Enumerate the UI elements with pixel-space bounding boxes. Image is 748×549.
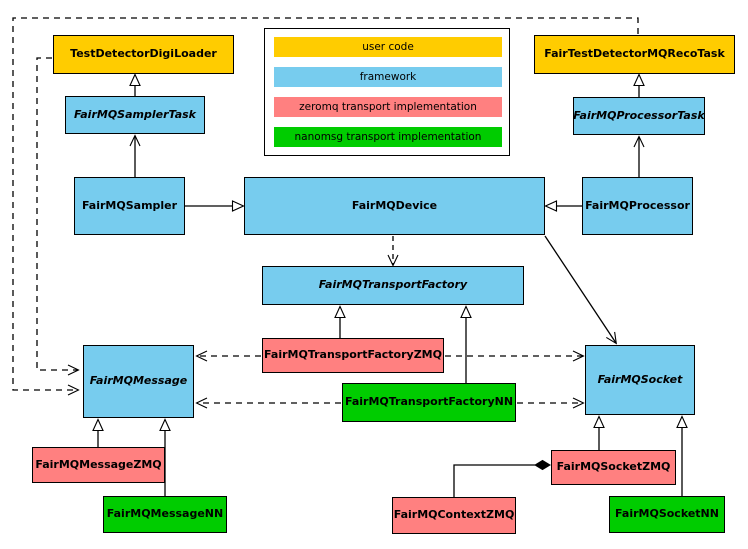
class-node-label: FairMQContextZMQ xyxy=(393,508,515,522)
legend-label: user code xyxy=(362,41,414,53)
edge-contextzmq-to-socketzmq xyxy=(453,459,551,497)
class-node-FairMQProcessorTask: FairMQProcessorTask xyxy=(573,97,705,135)
class-node-FairMQSocket: FairMQSocket xyxy=(585,345,695,415)
class-node-FairMQMessageZMQ: FairMQMessageZMQ xyxy=(32,447,165,483)
edge-device-to-socket xyxy=(544,235,616,343)
class-node-label: FairMQTransportFactoryNN xyxy=(344,395,514,409)
class-node-FairMQProcessor: FairMQProcessor xyxy=(582,177,693,235)
class-node-label: FairMQMessageNN xyxy=(106,507,224,521)
class-node-label: FairMQProcessorTask xyxy=(573,108,705,122)
class-node-label: TestDetectorDigiLoader xyxy=(70,47,217,61)
class-node-FairMQMessageNN: FairMQMessageNN xyxy=(103,496,227,533)
class-node-FairMQTransportFactoryNN: FairMQTransportFactoryNN xyxy=(342,383,516,422)
legend: user code framework zeromq transport imp… xyxy=(264,28,510,156)
legend-item-zeromq: zeromq transport implementation xyxy=(274,97,502,117)
legend-label: nanomsg transport implementation xyxy=(294,131,482,143)
class-node-label: FairMQSocketZMQ xyxy=(556,460,671,474)
class-node-label: FairMQSocket xyxy=(597,372,683,386)
class-node-FairTestDetectorMQRecoTask: FairTestDetectorMQRecoTask xyxy=(534,35,735,74)
legend-item-framework: framework xyxy=(274,67,502,87)
class-node-label: FairMQSampler xyxy=(81,198,178,212)
legend-label: zeromq transport implementation xyxy=(299,101,477,113)
class-node-label: FairMQSamplerTask xyxy=(74,107,196,121)
class-node-FairMQContextZMQ: FairMQContextZMQ xyxy=(392,497,516,534)
class-node-FairMQSampler: FairMQSampler xyxy=(74,177,185,235)
class-node-label: FairTestDetectorMQRecoTask xyxy=(544,47,725,61)
class-node-label: FairMQSocketNN xyxy=(615,507,719,521)
class-node-FairMQSocketZMQ: FairMQSocketZMQ xyxy=(551,450,676,485)
class-node-FairMQTransportFactory: FairMQTransportFactory xyxy=(262,266,524,305)
class-node-TestDetectorDigiLoader: TestDetectorDigiLoader xyxy=(53,35,234,74)
legend-item-user-code: user code xyxy=(274,37,502,57)
class-node-label: FairMQMessageZMQ xyxy=(35,457,162,471)
class-node-FairMQMessage: FairMQMessage xyxy=(83,345,194,418)
class-node-label: FairMQTransportFactoryZMQ xyxy=(264,348,442,362)
class-node-label: FairMQDevice xyxy=(351,198,438,212)
class-node-FairMQDevice: FairMQDevice xyxy=(244,177,545,235)
class-node-label: FairMQProcessor xyxy=(585,198,690,212)
legend-label: framework xyxy=(359,71,417,83)
class-node-label: FairMQMessage xyxy=(89,374,188,388)
class-node-label: FairMQTransportFactory xyxy=(318,278,468,292)
legend-item-nanomsg: nanomsg transport implementation xyxy=(274,127,502,147)
class-node-FairMQSocketNN: FairMQSocketNN xyxy=(609,496,725,533)
class-node-FairMQSamplerTask: FairMQSamplerTask xyxy=(65,96,205,134)
class-node-FairMQTransportFactoryZMQ: FairMQTransportFactoryZMQ xyxy=(262,338,444,373)
